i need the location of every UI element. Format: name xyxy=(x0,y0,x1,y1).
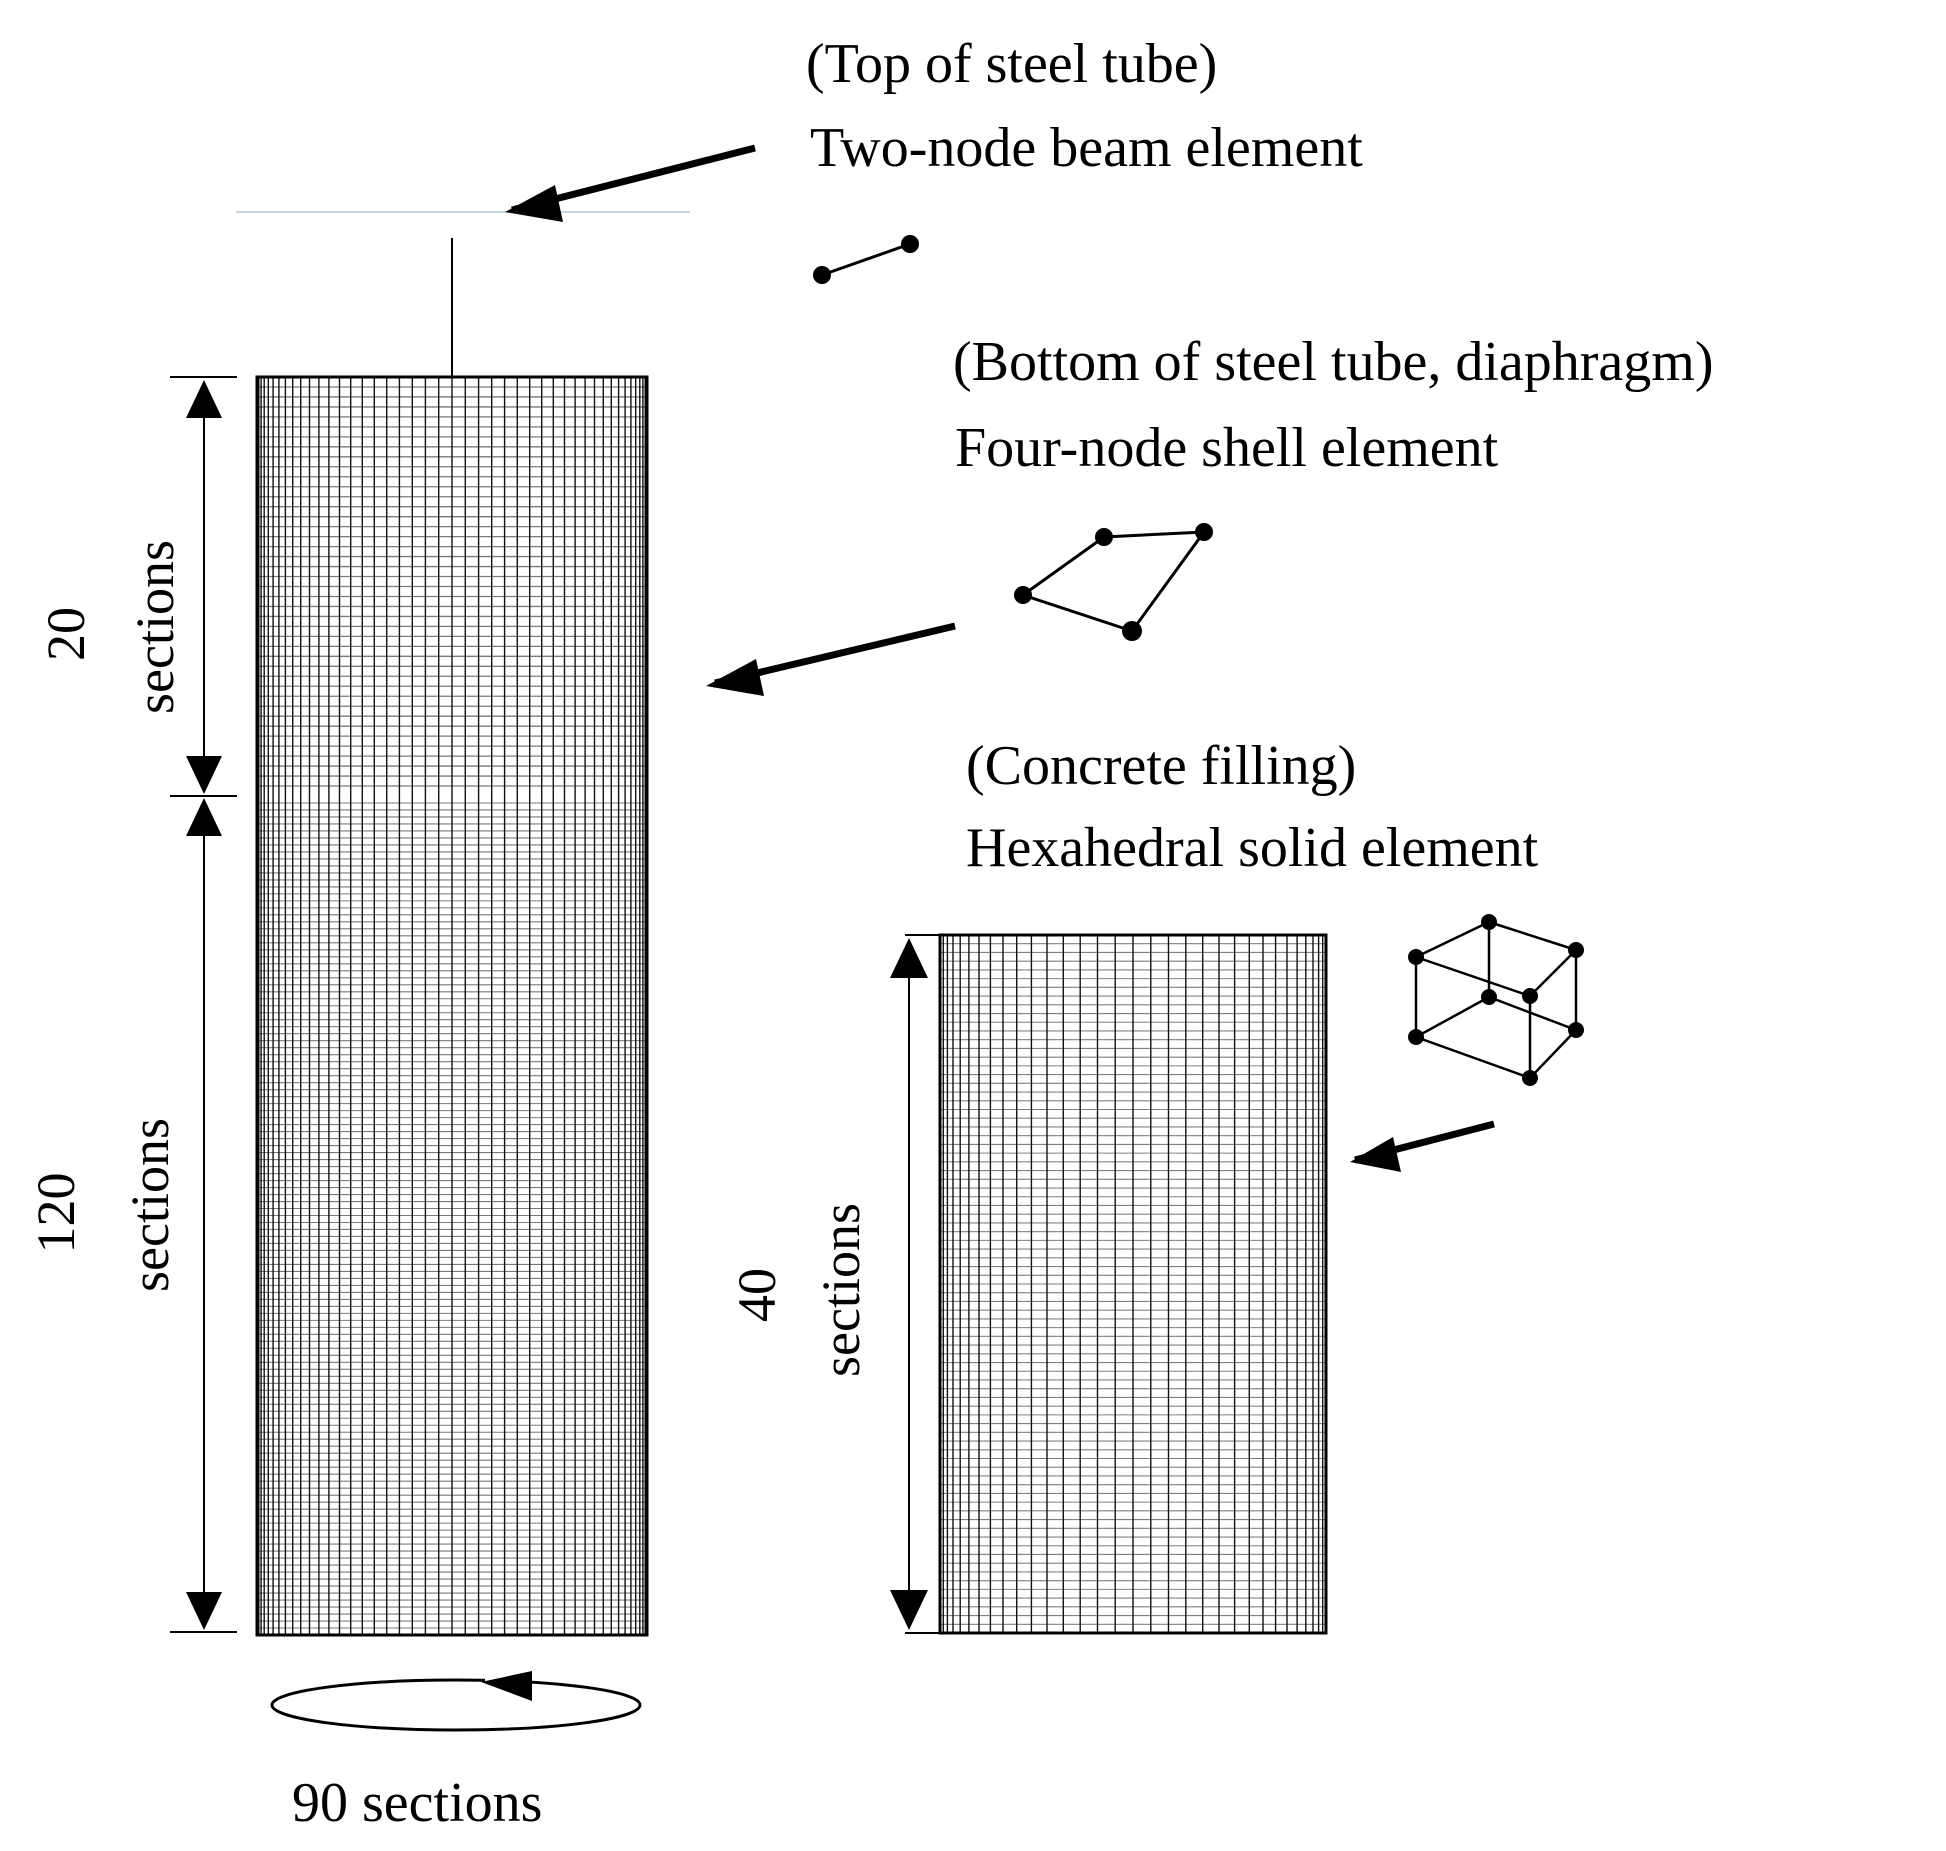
shell-element-label: Four-node shell element xyxy=(955,417,1499,479)
shell-location-label: (Bottom of steel tube, diaphragm) xyxy=(953,331,1714,393)
dimension-upper-20 xyxy=(170,376,237,797)
circumferential-label: 90 sections xyxy=(292,1772,543,1834)
upper-count-label: 20 xyxy=(36,607,96,661)
core-count-label: 40 xyxy=(727,1268,787,1322)
core-mesh-columns xyxy=(940,935,1326,1633)
two-node-beam-icon xyxy=(813,235,919,284)
lower-count-label: 120 xyxy=(26,1172,86,1254)
circumferential-indicator xyxy=(270,1670,642,1732)
core-unit-label: sections xyxy=(811,1203,871,1377)
hexahedral-solid-icon xyxy=(1414,920,1578,1080)
solid-element-label: Hexahedral solid element xyxy=(966,817,1539,879)
upper-unit-label: sections xyxy=(125,540,185,714)
four-node-shell-icon xyxy=(1014,523,1213,641)
concrete-core-mesh xyxy=(938,933,1328,1635)
solid-location-label: (Concrete filling) xyxy=(966,735,1357,797)
dimension-core-40 xyxy=(890,934,945,1634)
beam-location-label: (Top of steel tube) xyxy=(806,33,1218,95)
beam-element-label: Two-node beam element xyxy=(810,117,1363,179)
lower-unit-label: sections xyxy=(120,1118,180,1292)
dimension-lower-120 xyxy=(170,798,237,1633)
hexahedral-solid-nodes xyxy=(1408,914,1584,1086)
steel-tube-mesh xyxy=(255,375,649,1637)
